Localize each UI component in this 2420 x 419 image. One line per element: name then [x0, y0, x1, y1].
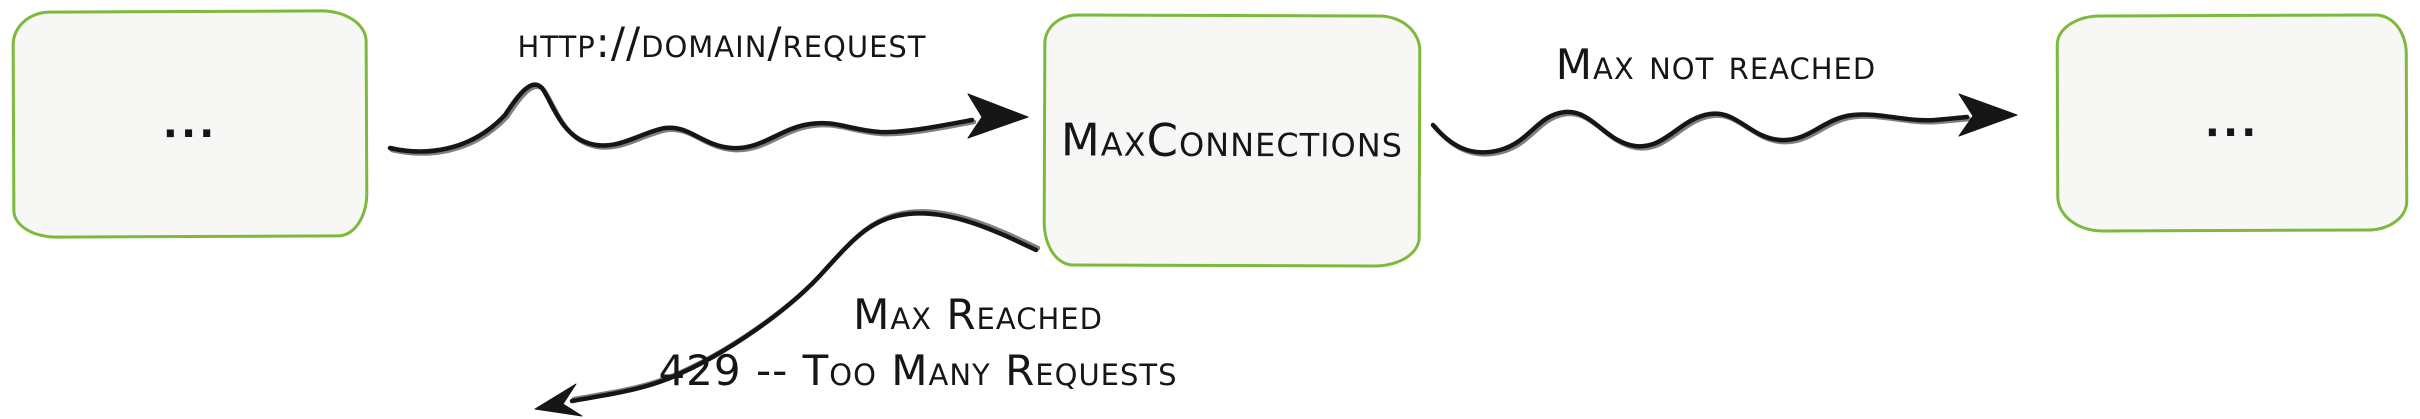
edge-label-429-too-many-requests: 429 -- Too Many Requests	[658, 346, 1178, 395]
node-source-label: ...	[162, 100, 218, 148]
node-source: ...	[11, 9, 369, 239]
edge-label-max-reached: Max Reached	[853, 290, 1103, 339]
max-reached-arrow	[534, 195, 1060, 417]
max-reached-arrowhead	[534, 383, 583, 417]
node-max-connections-label: MaxConnections	[1060, 113, 1404, 168]
request-arrow-texture	[392, 87, 974, 154]
node-target-label: ...	[2204, 99, 2260, 147]
max-not-reached-arrow	[1430, 93, 2018, 170]
request-arrow	[387, 82, 1029, 180]
edge-label-request: http://domain/request	[517, 18, 927, 67]
request-arrowhead	[967, 93, 1029, 139]
max-not-reached-arrow-texture	[1435, 114, 1969, 154]
node-target: ...	[2055, 13, 2409, 233]
node-max-connections: MaxConnections	[1042, 13, 1422, 268]
max-not-reached-arrowhead	[1958, 93, 2018, 137]
edge-label-max-not-reached: Max not reached	[1555, 40, 1877, 89]
